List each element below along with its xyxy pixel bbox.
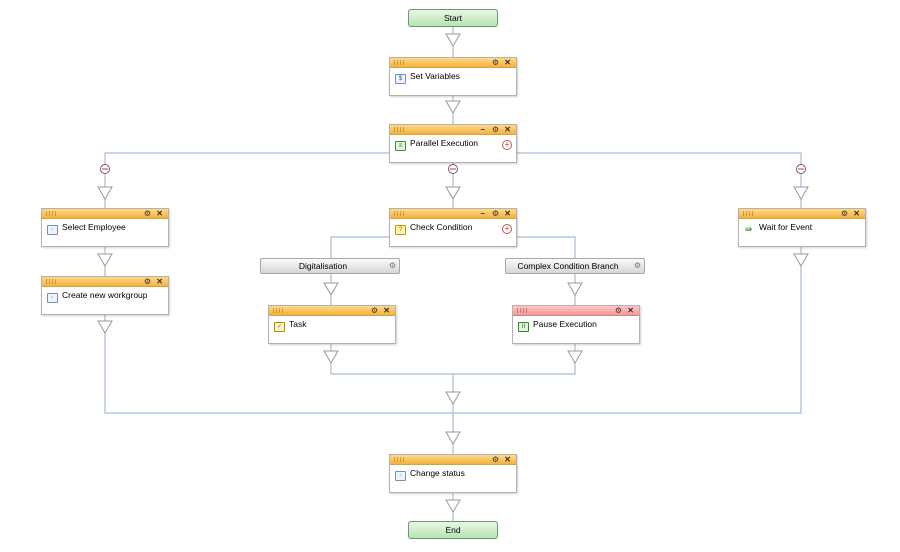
node-label: Check Condition: [410, 222, 473, 232]
drag-handle[interactable]: [394, 211, 406, 216]
close-icon[interactable]: ✕: [156, 209, 163, 218]
close-icon[interactable]: ✕: [504, 125, 511, 134]
node-label: Select Employee: [62, 222, 126, 232]
add-branch-icon[interactable]: +: [502, 224, 512, 234]
gear-icon[interactable]: ⚙: [388, 261, 396, 270]
branch-label: Digitalisation: [298, 261, 348, 271]
node-set-variables[interactable]: ⚙ ✕ $ Set Variables: [389, 57, 517, 96]
drag-handle[interactable]: [394, 127, 406, 132]
flow-arrow: [97, 253, 113, 267]
flow-arrow: [323, 350, 339, 364]
minimize-icon[interactable]: –: [480, 125, 485, 134]
branch-digitalisation[interactable]: Digitalisation ⚙: [260, 258, 400, 274]
gear-icon[interactable]: ⚙: [143, 209, 151, 218]
node-select-employee[interactable]: ⚙ ✕ ◦ Select Employee: [41, 208, 169, 247]
end-node[interactable]: End: [408, 521, 498, 539]
node-label: Parallel Execution: [410, 138, 479, 148]
node-create-workgroup[interactable]: ⚙ ✕ ◦ Create new workgroup: [41, 276, 169, 315]
branch-complex-condition[interactable]: Complex Condition Branch ⚙: [505, 258, 645, 274]
service-icon: ◦: [47, 293, 58, 303]
node-header[interactable]: ⚙ ✕: [390, 58, 516, 68]
gear-icon[interactable]: ⚙: [491, 58, 499, 67]
close-icon[interactable]: ✕: [156, 277, 163, 286]
drag-handle[interactable]: [394, 457, 406, 462]
node-label: Change status: [410, 468, 465, 478]
minimize-icon[interactable]: –: [480, 209, 485, 218]
close-icon[interactable]: ✕: [504, 58, 511, 67]
node-label: Create new workgroup: [62, 290, 148, 300]
flow-arrow: [567, 350, 583, 364]
drag-handle[interactable]: [394, 60, 406, 65]
gear-icon[interactable]: ⚙: [491, 125, 499, 134]
parallel-icon: ≡: [395, 141, 406, 151]
node-label: Set Variables: [410, 71, 460, 81]
drag-handle[interactable]: [517, 308, 529, 313]
node-header[interactable]: ⚙ ✕: [42, 209, 168, 219]
node-header[interactable]: – ⚙ ✕: [390, 209, 516, 219]
flow-arrow: [97, 320, 113, 334]
flow-arrow: [445, 100, 461, 114]
condition-icon: ?: [395, 225, 406, 235]
flow-arrow: [445, 431, 461, 445]
node-label: Pause Execution: [533, 319, 597, 329]
gear-icon[interactable]: ⚙: [614, 306, 622, 315]
node-task[interactable]: ⚙ ✕ ✓ Task: [268, 305, 396, 344]
service-icon: ◦: [47, 225, 58, 235]
close-icon[interactable]: ✕: [504, 455, 511, 464]
node-header[interactable]: ⚙ ✕: [513, 306, 639, 316]
gear-icon[interactable]: ⚙: [840, 209, 848, 218]
end-label: End: [445, 525, 461, 535]
task-icon: ✓: [274, 322, 285, 332]
flow-arrow: [323, 282, 339, 296]
node-header[interactable]: ⚙ ✕: [739, 209, 865, 219]
flow-arrow: [97, 186, 113, 200]
gear-icon[interactable]: ⚙: [370, 306, 378, 315]
node-label: Task: [289, 319, 307, 329]
node-header[interactable]: – ⚙ ✕: [390, 125, 516, 135]
flow-arrow: [445, 33, 461, 47]
flow-arrow: [567, 282, 583, 296]
service-icon: ◦: [395, 471, 406, 481]
variables-icon: $: [395, 74, 406, 84]
flow-arrow: [793, 186, 809, 200]
drag-handle[interactable]: [46, 279, 58, 284]
close-icon[interactable]: ✕: [627, 306, 634, 315]
drag-handle[interactable]: [46, 211, 58, 216]
add-branch-icon[interactable]: +: [502, 140, 512, 150]
flow-arrow: [793, 253, 809, 267]
node-header[interactable]: ⚙ ✕: [390, 455, 516, 465]
pause-icon: II: [518, 322, 529, 332]
gear-icon[interactable]: ⚙: [491, 455, 499, 464]
node-parallel-execution[interactable]: – ⚙ ✕ ≡ Parallel Execution +: [389, 124, 517, 163]
close-icon[interactable]: ✕: [504, 209, 511, 218]
flow-arrow: [445, 391, 461, 405]
flow-arrow: [445, 186, 461, 200]
node-wait-for-event[interactable]: ⚙ ✕ ⇛ Wait for Event: [738, 208, 866, 247]
drag-handle[interactable]: [273, 308, 285, 313]
gear-icon[interactable]: ⚙: [491, 209, 499, 218]
node-pause-execution[interactable]: ⚙ ✕ II Pause Execution: [512, 305, 640, 344]
gear-icon[interactable]: ⚙: [143, 277, 151, 286]
node-label: Wait for Event: [759, 222, 813, 232]
flow-arrow: [445, 499, 461, 513]
start-label: Start: [444, 13, 462, 23]
node-header[interactable]: ⚙ ✕: [269, 306, 395, 316]
node-check-condition[interactable]: – ⚙ ✕ ? Check Condition +: [389, 208, 517, 247]
close-icon[interactable]: ✕: [853, 209, 860, 218]
close-icon[interactable]: ✕: [383, 306, 390, 315]
event-icon: ⇛: [744, 224, 753, 234]
node-header[interactable]: ⚙ ✕: [42, 277, 168, 287]
start-node[interactable]: Start: [408, 9, 498, 27]
node-change-status[interactable]: ⚙ ✕ ◦ Change status: [389, 454, 517, 493]
drag-handle[interactable]: [743, 211, 755, 216]
gear-icon[interactable]: ⚙: [633, 261, 641, 270]
branch-label: Complex Condition Branch: [517, 261, 619, 271]
